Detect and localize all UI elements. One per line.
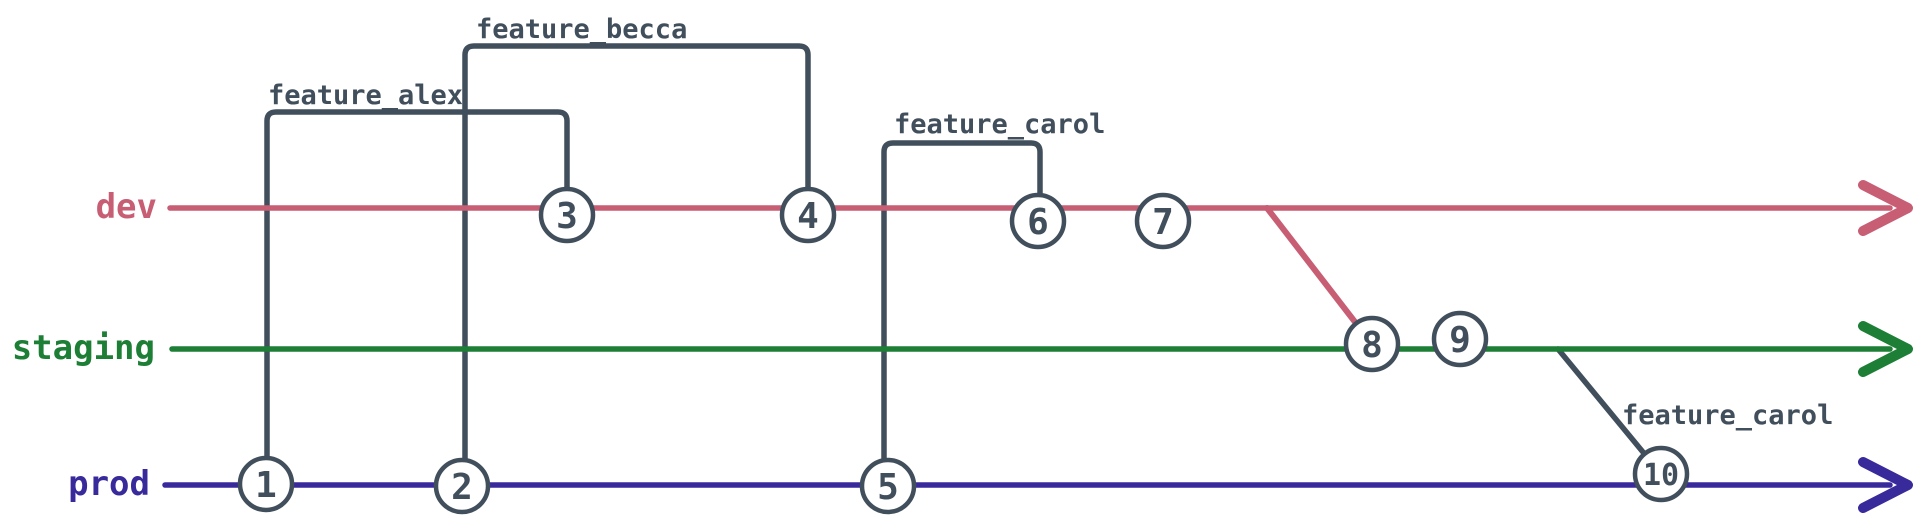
commit-number-3: 3 <box>556 196 578 237</box>
commit-number-2: 2 <box>451 467 473 508</box>
merge-line-dev-to-staging <box>1264 205 1375 347</box>
commit-node-3 <box>538 186 596 244</box>
commit-node-1 <box>237 455 295 513</box>
commit-node-9 <box>1431 310 1489 368</box>
commit-number-7: 7 <box>1152 202 1174 243</box>
feature-branch-label: feature_alex <box>268 80 463 111</box>
feature-branch-label: feature_carol <box>1622 400 1833 431</box>
feature-branch-path-feature_alex <box>264 109 570 487</box>
commit-node-5 <box>859 457 917 515</box>
commit-node-6 <box>1009 192 1067 250</box>
commit-node-7 <box>1134 192 1192 250</box>
commit-number-8: 8 <box>1361 325 1383 366</box>
feature-branch-label: feature_carol <box>894 109 1105 140</box>
commit-number-4: 4 <box>797 196 819 237</box>
commit-node-8 <box>1343 315 1401 373</box>
commit-number-1: 1 <box>255 465 277 506</box>
commit-number-9: 9 <box>1449 320 1471 361</box>
commit-number-10: 10 <box>1643 458 1679 493</box>
commit-number-6: 6 <box>1027 202 1049 243</box>
feature-branch-path-feature_becca <box>462 43 811 489</box>
branch-arrowhead-icon-dev <box>1858 180 1913 236</box>
commit-node-4 <box>779 186 837 244</box>
feature-branch-label: feature_becca <box>476 14 687 45</box>
branch-label-staging: staging <box>12 328 155 368</box>
commit-node-10 <box>1632 445 1690 503</box>
branch-arrowhead-icon-staging <box>1858 321 1913 377</box>
branch-label-dev: dev <box>96 187 157 227</box>
commit-node-2 <box>433 457 491 515</box>
feature-branch-path-feature_carol <box>881 140 1043 489</box>
branch-label-prod: prod <box>68 464 150 504</box>
branch-arrowhead-icon-prod <box>1858 457 1913 513</box>
commit-number-5: 5 <box>877 467 899 508</box>
